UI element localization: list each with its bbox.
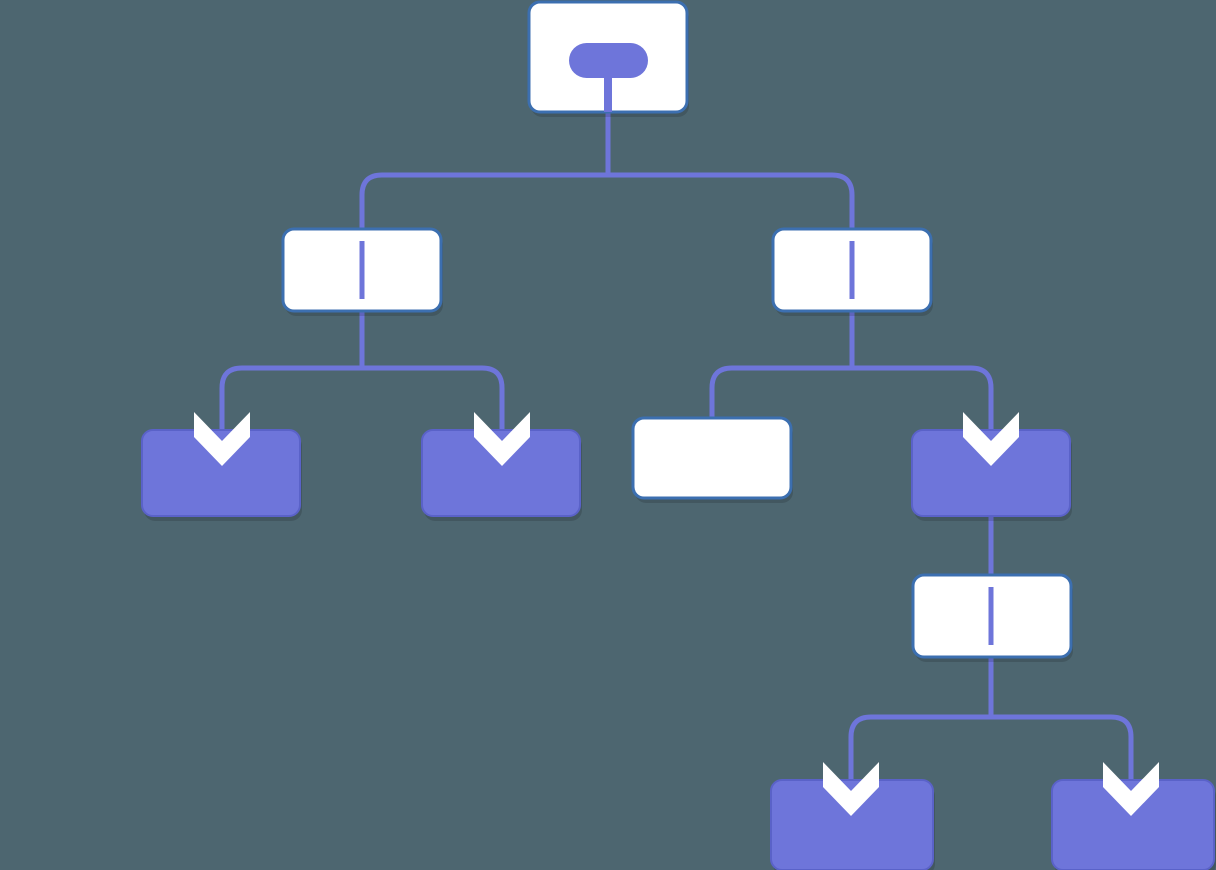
edge-root-to-left-branch[interactable] (359, 112, 611, 232)
node-leaf-bottom-right-body[interactable] (1051, 779, 1215, 870)
edge-layer (219, 112, 1134, 782)
node-leaf-bottom-left[interactable] (770, 779, 935, 870)
edge-left-node-to-child-b[interactable] (362, 365, 505, 432)
chevron-down-icon (1103, 762, 1159, 816)
edge-right-node-to-child-b[interactable] (852, 365, 994, 432)
node-level3[interactable] (911, 573, 1073, 662)
node-left-branch[interactable] (281, 227, 443, 316)
arrow-marker-layer (194, 412, 1159, 816)
node-leaf-left-a[interactable] (141, 429, 302, 521)
chevron-down-icon (823, 762, 879, 816)
edge-right-node-to-child-a[interactable] (709, 311, 855, 418)
node-leaf-bottom-left-body[interactable] (770, 779, 934, 870)
edge-level3-to-bottom-right[interactable] (991, 714, 1134, 782)
edge-root-to-right-branch[interactable] (608, 172, 855, 232)
chevron-down-icon (963, 412, 1019, 466)
node-layer (141, 0, 1216, 870)
node-leaf-right-a[interactable] (631, 416, 793, 503)
node-branch-right-b[interactable] (911, 429, 1072, 521)
node-leaf-bottom-right[interactable] (1051, 779, 1216, 870)
node-leaf-left-b-body[interactable] (421, 429, 581, 517)
node-root[interactable] (527, 0, 689, 117)
node-leaf-right-a-body[interactable] (631, 416, 793, 500)
node-right-branch[interactable] (771, 227, 933, 316)
node-branch-right-b-body[interactable] (911, 429, 1071, 517)
chevron-down-icon (474, 412, 530, 466)
root-pill-stem (604, 60, 612, 112)
edge-left-node-to-child-a[interactable] (219, 311, 365, 432)
chevron-down-icon (194, 412, 250, 466)
node-leaf-left-b[interactable] (421, 429, 582, 521)
root-pill-icon (569, 43, 648, 78)
node-leaf-left-a-body[interactable] (141, 429, 301, 517)
edge-level3-to-bottom-left[interactable] (848, 657, 994, 782)
